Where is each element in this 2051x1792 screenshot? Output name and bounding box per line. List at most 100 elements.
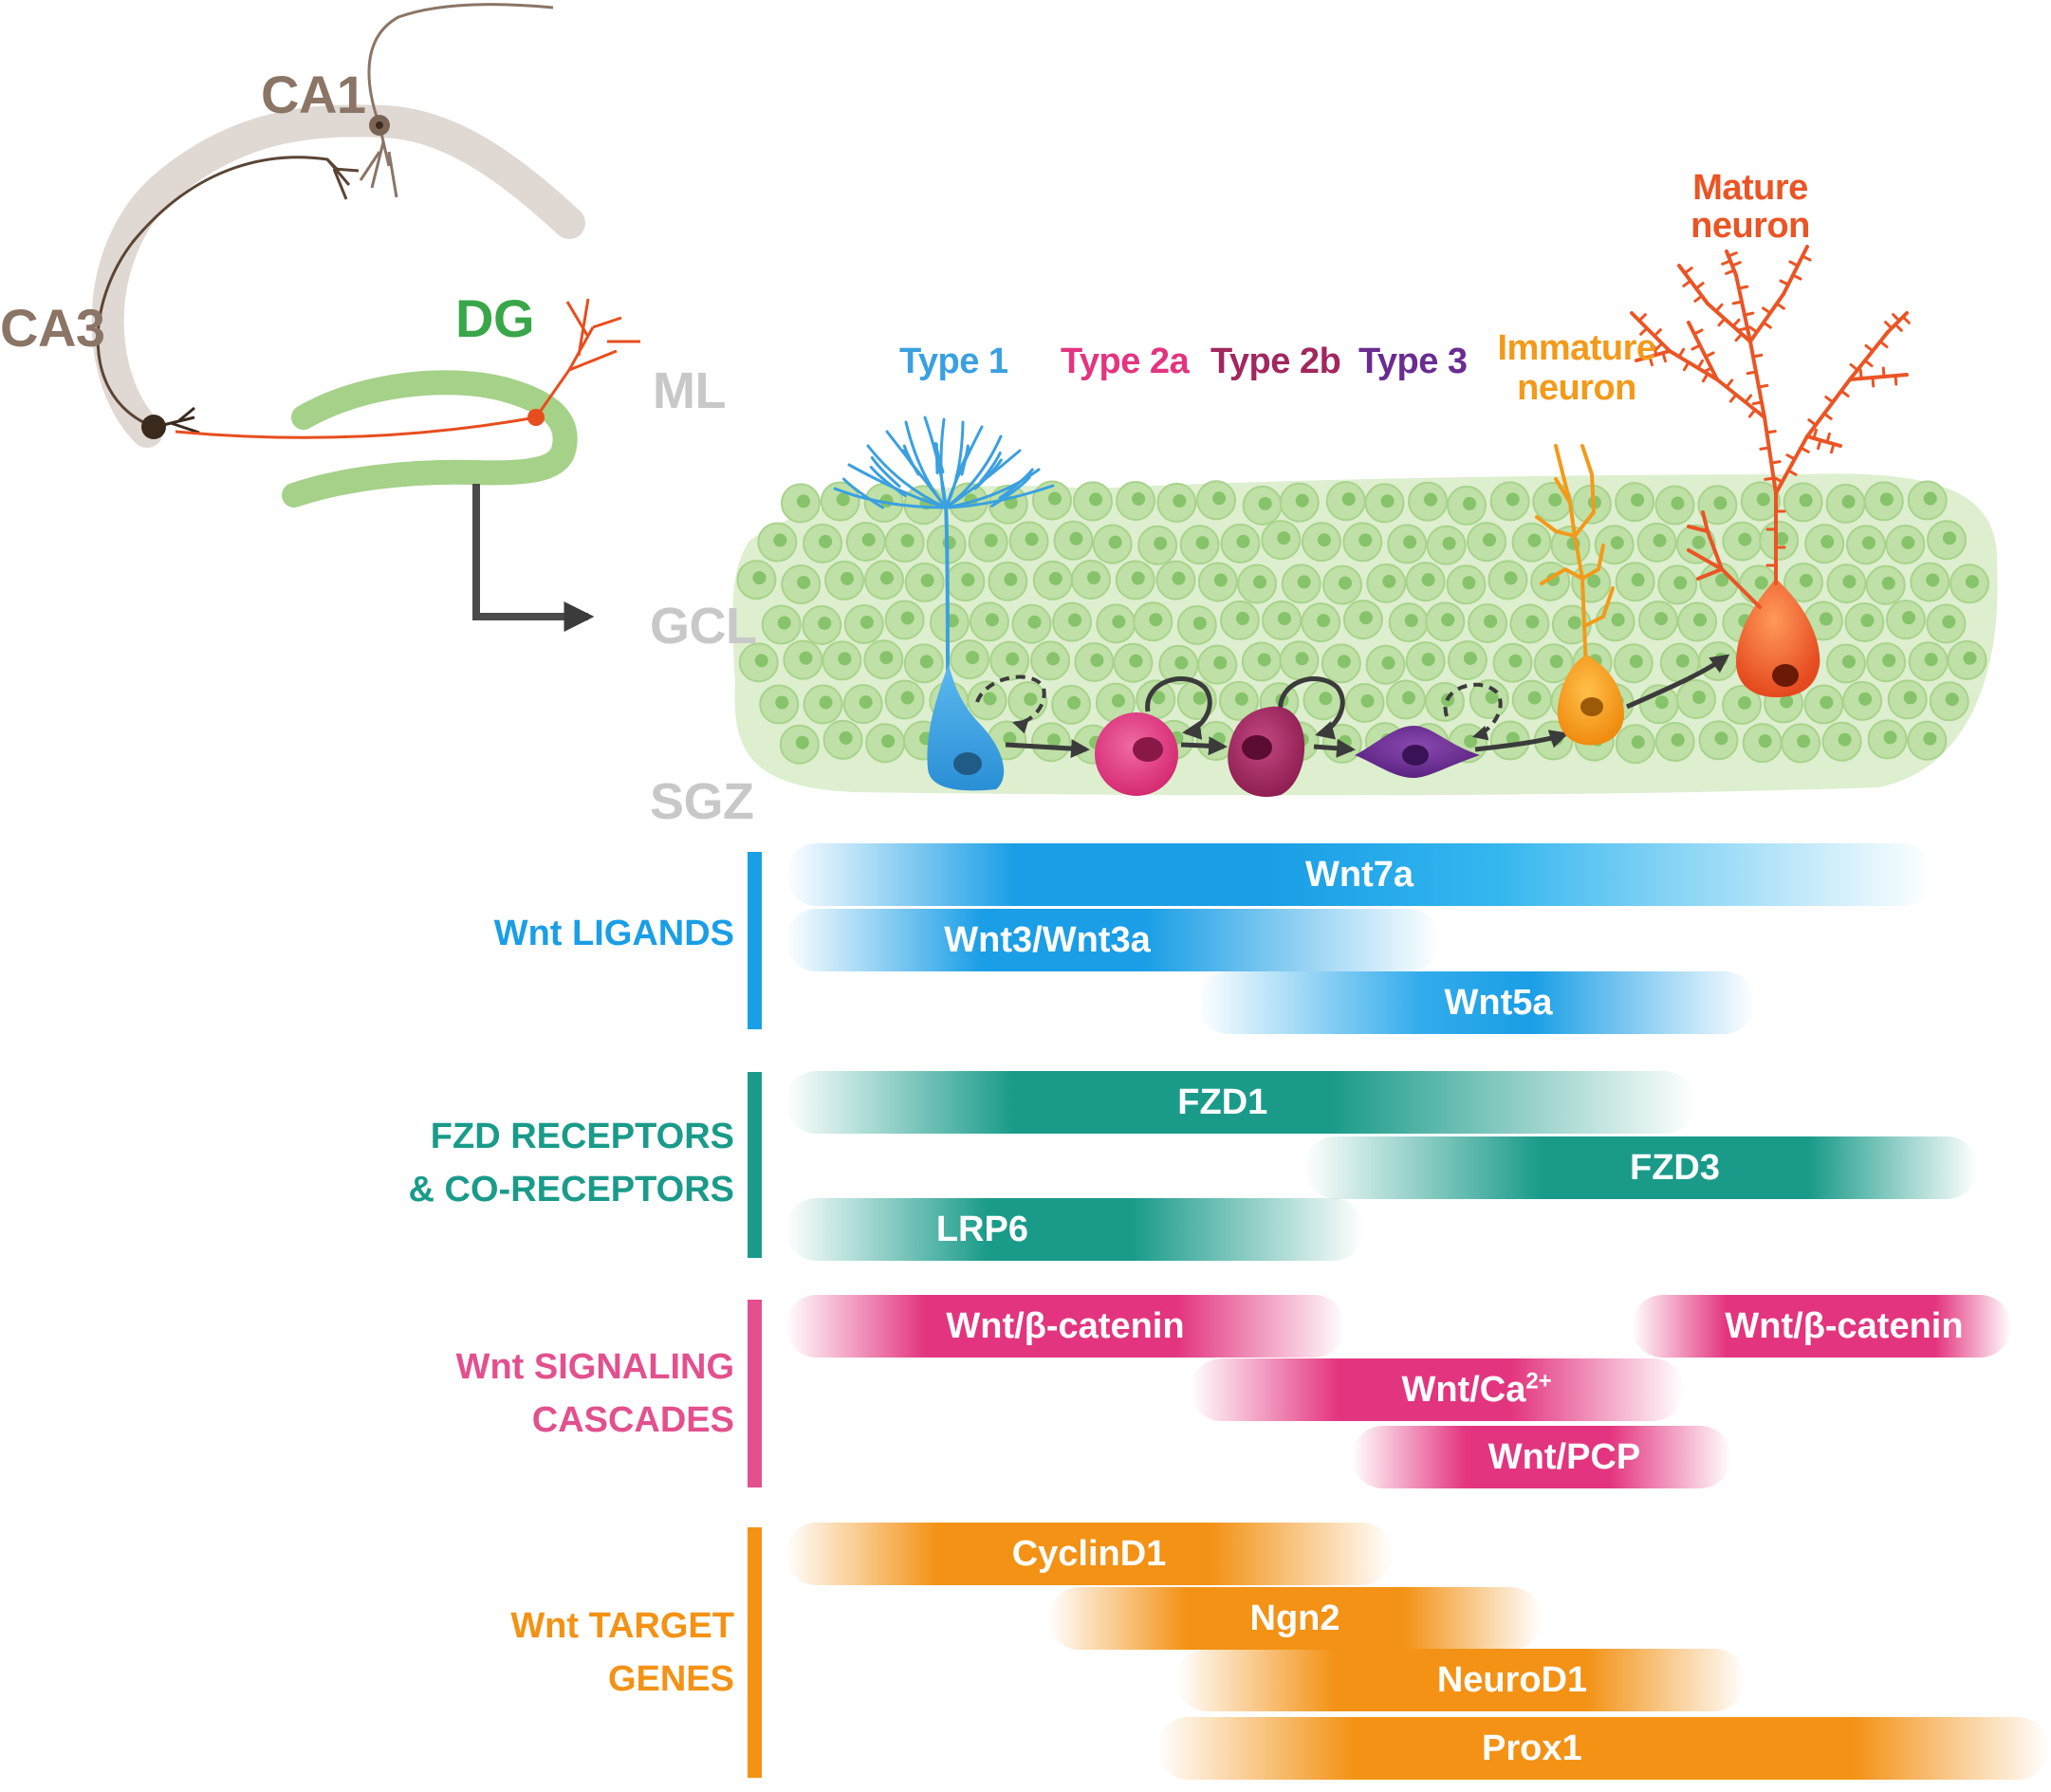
region-label-ca3: CA3 [0,298,105,358]
dendritic-spine [1725,379,1734,389]
dendritic-spine [1759,446,1771,451]
band-label-neurod1: NeuroD1 [1436,1660,1588,1700]
self-renewal-type3-icon [1443,682,1503,741]
granule-cell-nucleus [1025,532,1039,546]
granule-cell-nucleus [1360,693,1375,708]
granule-cell-nucleus [1149,613,1163,627]
band-label-prox1: Prox1 [1481,1728,1582,1768]
granule-cell-nucleus [1820,535,1835,549]
granule-cell-nucleus [1587,574,1601,588]
receptors-line-1: FZD RECEPTORS [430,1117,734,1156]
dendritic-spine [1748,325,1759,334]
granule-cell-nucleus [1441,613,1455,627]
stage-label-immature-neuron: Immature neuron [1482,328,1672,408]
dendritic-spine [1728,393,1738,403]
granule-cell-nucleus [1654,612,1668,626]
ca3-soma [141,415,166,439]
dendritic-spine [1762,306,1772,315]
granule-cell-nucleus [1714,731,1728,746]
arrow-2a-to-2b [1180,736,1228,756]
layer-label-gcl: GCL [650,598,757,655]
granule-cell-nucleus [1549,655,1563,669]
dendritic-spine [1864,343,1875,353]
dendritic-spine [1746,370,1758,376]
granule-cell-nucleus [1738,532,1752,546]
granule-cell-nucleus [1278,612,1292,626]
granule-cell-nucleus [1926,573,1940,587]
dendritic-spine [1812,428,1818,440]
granule-cell-nucleus [1945,693,1959,707]
granule-cell-nucleus [841,571,855,585]
granule-cell-layer [736,480,1989,765]
granule-cell-nucleus [819,534,833,548]
granule-cell-nucleus [1631,735,1645,749]
type1-process [866,444,948,509]
granule-cell-soma [527,409,545,426]
granule-cell-nucleus [1799,493,1813,508]
dendritic-spine [1779,279,1790,286]
self-renewal-type2b-icon [1278,676,1345,740]
granule-cell-nucleus [754,654,768,668]
granule-cell-nucleus [1131,571,1145,585]
granule-cell-nucleus [1861,536,1875,550]
dendritic-spine [1765,430,1777,434]
mature-dendrite [1763,416,1778,495]
dendritic-spine [1692,328,1704,336]
granule-cell-nucleus [1112,615,1126,629]
granule-cell-nucleus [900,533,915,547]
granule-cell-nucleus [1152,691,1166,705]
category-bar-targets [748,1527,762,1778]
mature-neuron-nucleus [1772,664,1799,687]
dendritic-spine [1702,366,1713,374]
dendritic-spine [1734,332,1744,342]
mature-line-1: Mature [1692,168,1808,208]
granule-cell-nucleus [1548,492,1562,507]
granule-cell-nucleus [795,735,809,749]
dendritic-spine [1817,438,1822,451]
band-label-cyclind1: CyclinD1 [1011,1534,1167,1574]
granule-cell-nucleus [1236,534,1250,548]
granule-cell-nucleus [1253,575,1267,589]
dendritic-spine [1725,268,1736,275]
band-label-wnt-beta-catenin-late: Wnt/β-catenin [1725,1306,1964,1346]
granule-cell-nucleus [1463,496,1477,510]
granule-cell-nucleus [900,691,915,705]
granule-cell-nucleus [1631,573,1645,587]
type1-process-branch [954,447,970,478]
category-bar-signaling [748,1300,762,1487]
granule-cell-nucleus [752,571,767,585]
granule-cell-nucleus [1692,691,1707,705]
granule-cell-nucleus [1965,575,1979,589]
granule-cell-nucleus [1693,613,1708,627]
band-wnt-ca: Wnt/Ca2+ [1191,1358,1684,1421]
dendritic-spine [1824,396,1835,404]
arrow-3-to-immature [1474,730,1569,752]
granule-cell-nucleus [920,573,934,587]
mature-neuron-body [1736,579,1820,697]
wnt-ca-base: Wnt/Ca [1401,1370,1526,1410]
band-label-wnt-pcp: Wnt/PCP [1487,1437,1641,1477]
granule-cell-nucleus [1108,535,1122,549]
type1-process-branch [869,466,907,497]
mature-neuron-arbor [1630,245,1911,585]
granule-cell-nucleus [1508,654,1523,668]
granule-cell-nucleus [1027,615,1042,629]
granule-cell-nucleus [1088,492,1102,507]
granule-cell-nucleus [1820,695,1834,710]
dendritic-spine [1701,372,1709,383]
granule-cell-nucleus [1758,734,1772,748]
granule-cell-nucleus [1068,613,1082,627]
dendritic-spine [1878,340,1889,349]
band-label-fzd3: FZD3 [1630,1148,1720,1188]
ca1-soma-nucleus [376,121,383,129]
granule-cell-nucleus [1212,491,1227,506]
dendritic-spine [1799,446,1810,453]
granule-cell-nucleus [1069,531,1083,545]
granule-cell-nucleus [1943,531,1957,545]
granule-cell-nucleus [983,692,997,706]
dendritic-spine [1849,362,1859,372]
granule-cell-nucleus [1713,496,1728,510]
granule-cell-nucleus [1048,571,1062,585]
granule-cell-nucleus [1858,692,1873,706]
mature-dendrite [1748,340,1766,419]
